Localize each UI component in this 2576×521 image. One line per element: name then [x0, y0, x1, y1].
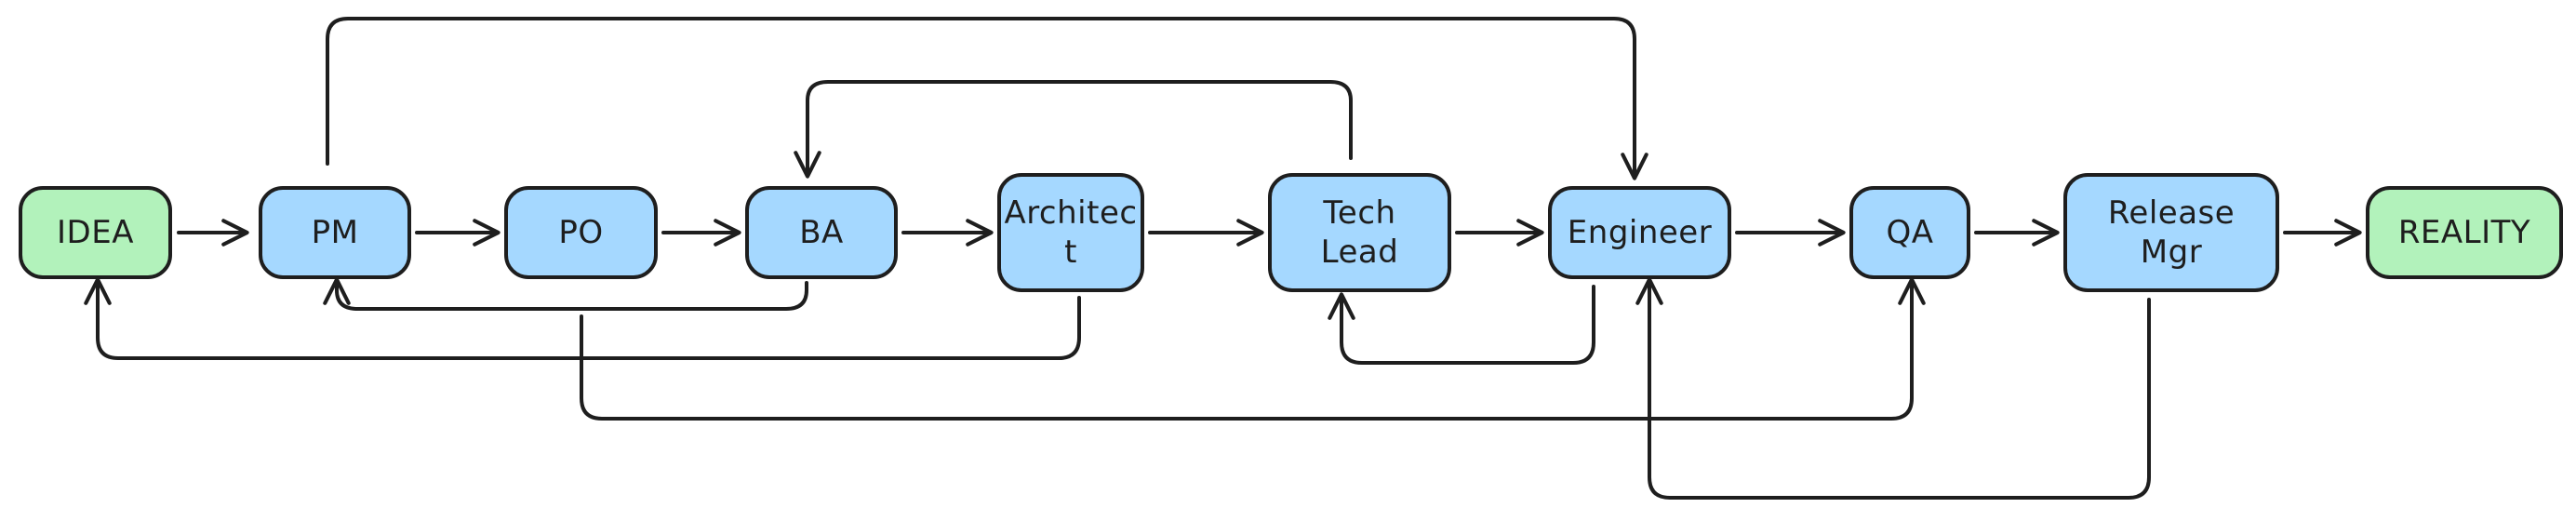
node-ba: BA — [745, 186, 898, 279]
node-qa: QA — [1849, 186, 1970, 279]
edge-release-to-engineer — [1635, 277, 2151, 500]
node-po: PO — [504, 186, 658, 279]
edge-techlead-to-ba — [794, 80, 1353, 179]
node-release-mgr: Release Mgr — [2063, 173, 2279, 292]
node-reality: REALITY — [2366, 186, 2563, 279]
node-tech-lead: Tech Lead — [1268, 173, 1451, 292]
node-architect: Architec t — [997, 173, 1144, 292]
edge-architect-to-idea — [84, 277, 1081, 360]
node-pm: PM — [259, 186, 411, 279]
node-idea: IDEA — [19, 186, 172, 279]
edge-pm-to-engineer — [326, 17, 1648, 180]
edge-po-to-qa — [580, 277, 1926, 421]
edge-ba-to-pm — [323, 277, 808, 311]
node-engineer: Engineer — [1548, 186, 1731, 279]
edge-engineer-to-techlead — [1328, 285, 1595, 365]
